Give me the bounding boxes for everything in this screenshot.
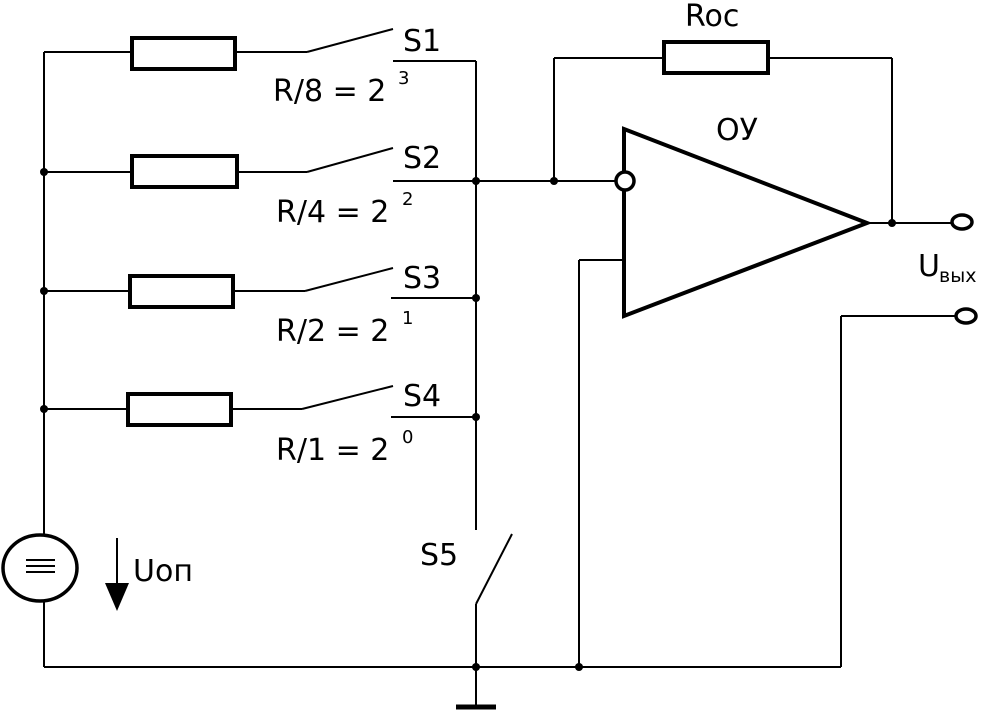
resistor-3 [128,274,235,309]
junction-dot [472,413,480,421]
weight-label-2: R/4 = 2 [276,195,389,230]
switch-s4-blade [301,385,394,410]
weight-label-1: R/8 = 2 [273,74,386,109]
feedback-resistor [662,40,770,75]
weight-exponent-4: 0 [402,427,413,448]
resistor-2 [130,154,239,189]
junction-dot [472,294,480,302]
junction-dot [40,405,48,413]
label-s4: S4 [403,379,441,414]
output-terminal-bottom [954,307,978,325]
opamp-triangle [622,126,873,319]
switch-s1-blade [306,28,394,53]
branch-3 [44,267,476,309]
opamp-label: ОУ [716,113,758,148]
branch-1 [44,28,476,71]
junction-dot [550,177,558,185]
junction-dot [472,177,480,185]
switch-s5-blade [475,533,513,605]
weight-label-3: R/2 = 2 [276,314,389,349]
label-s5: S5 [420,538,458,573]
junction-dot [888,219,896,227]
uref-arrow-head [105,583,129,611]
switch-s3-blade [304,267,394,292]
branch-4 [44,385,476,427]
reference-voltage-label: Uоп [133,554,193,589]
reference-voltage-source [1,533,79,603]
output-voltage-subscript: вых [939,265,976,287]
label-s2: S2 [403,141,441,176]
label-s1: S1 [403,24,441,59]
resistor-4 [126,392,233,427]
branch-2 [44,147,476,189]
label-s3: S3 [403,261,441,296]
output-terminal-top [950,213,974,231]
junction-dot [472,663,480,671]
inverting-input-circle [614,170,636,192]
resistor-1 [130,36,237,71]
weight-exponent-2: 2 [402,189,413,210]
weight-label-4: R/1 = 2 [276,433,389,468]
source-circle [1,533,79,603]
junction-dot [575,663,583,671]
junction-dot [40,287,48,295]
output-voltage-label: U [918,249,940,284]
junction-dot [40,168,48,176]
switch-s2-blade [306,147,394,173]
weight-exponent-1: 3 [398,68,409,89]
weight-exponent-3: 1 [402,308,413,329]
feedback-resistor-label: Roc [685,0,739,34]
